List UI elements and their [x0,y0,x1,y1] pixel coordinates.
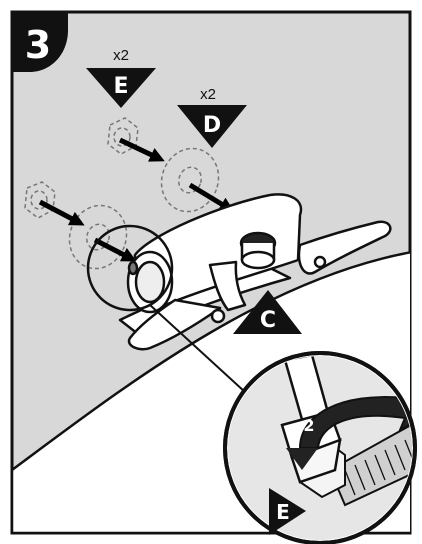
washer-d-lower [68,204,128,270]
callout-d-letter: D [203,113,221,138]
rotation-step-number: 2 [303,416,314,435]
step-badge [12,12,68,72]
callout-d-top [177,105,247,148]
callout-d-quantity: x2 [200,86,216,103]
callout-e-letter: E [113,74,128,99]
focus-circle [86,224,246,393]
callout-c [233,290,302,334]
callout-e-top [86,68,156,108]
threaded-inlet [328,418,412,507]
callout-e-detail [269,488,306,535]
step-number: 3 [25,23,51,67]
callout-e-quantity: x2 [113,47,129,64]
washer-d-upper [160,147,220,213]
callout-c-letter: C [260,308,276,333]
install-arrows [38,137,235,262]
callout-e-detail-letter: E [276,500,290,524]
rotation-arrow [286,385,412,470]
